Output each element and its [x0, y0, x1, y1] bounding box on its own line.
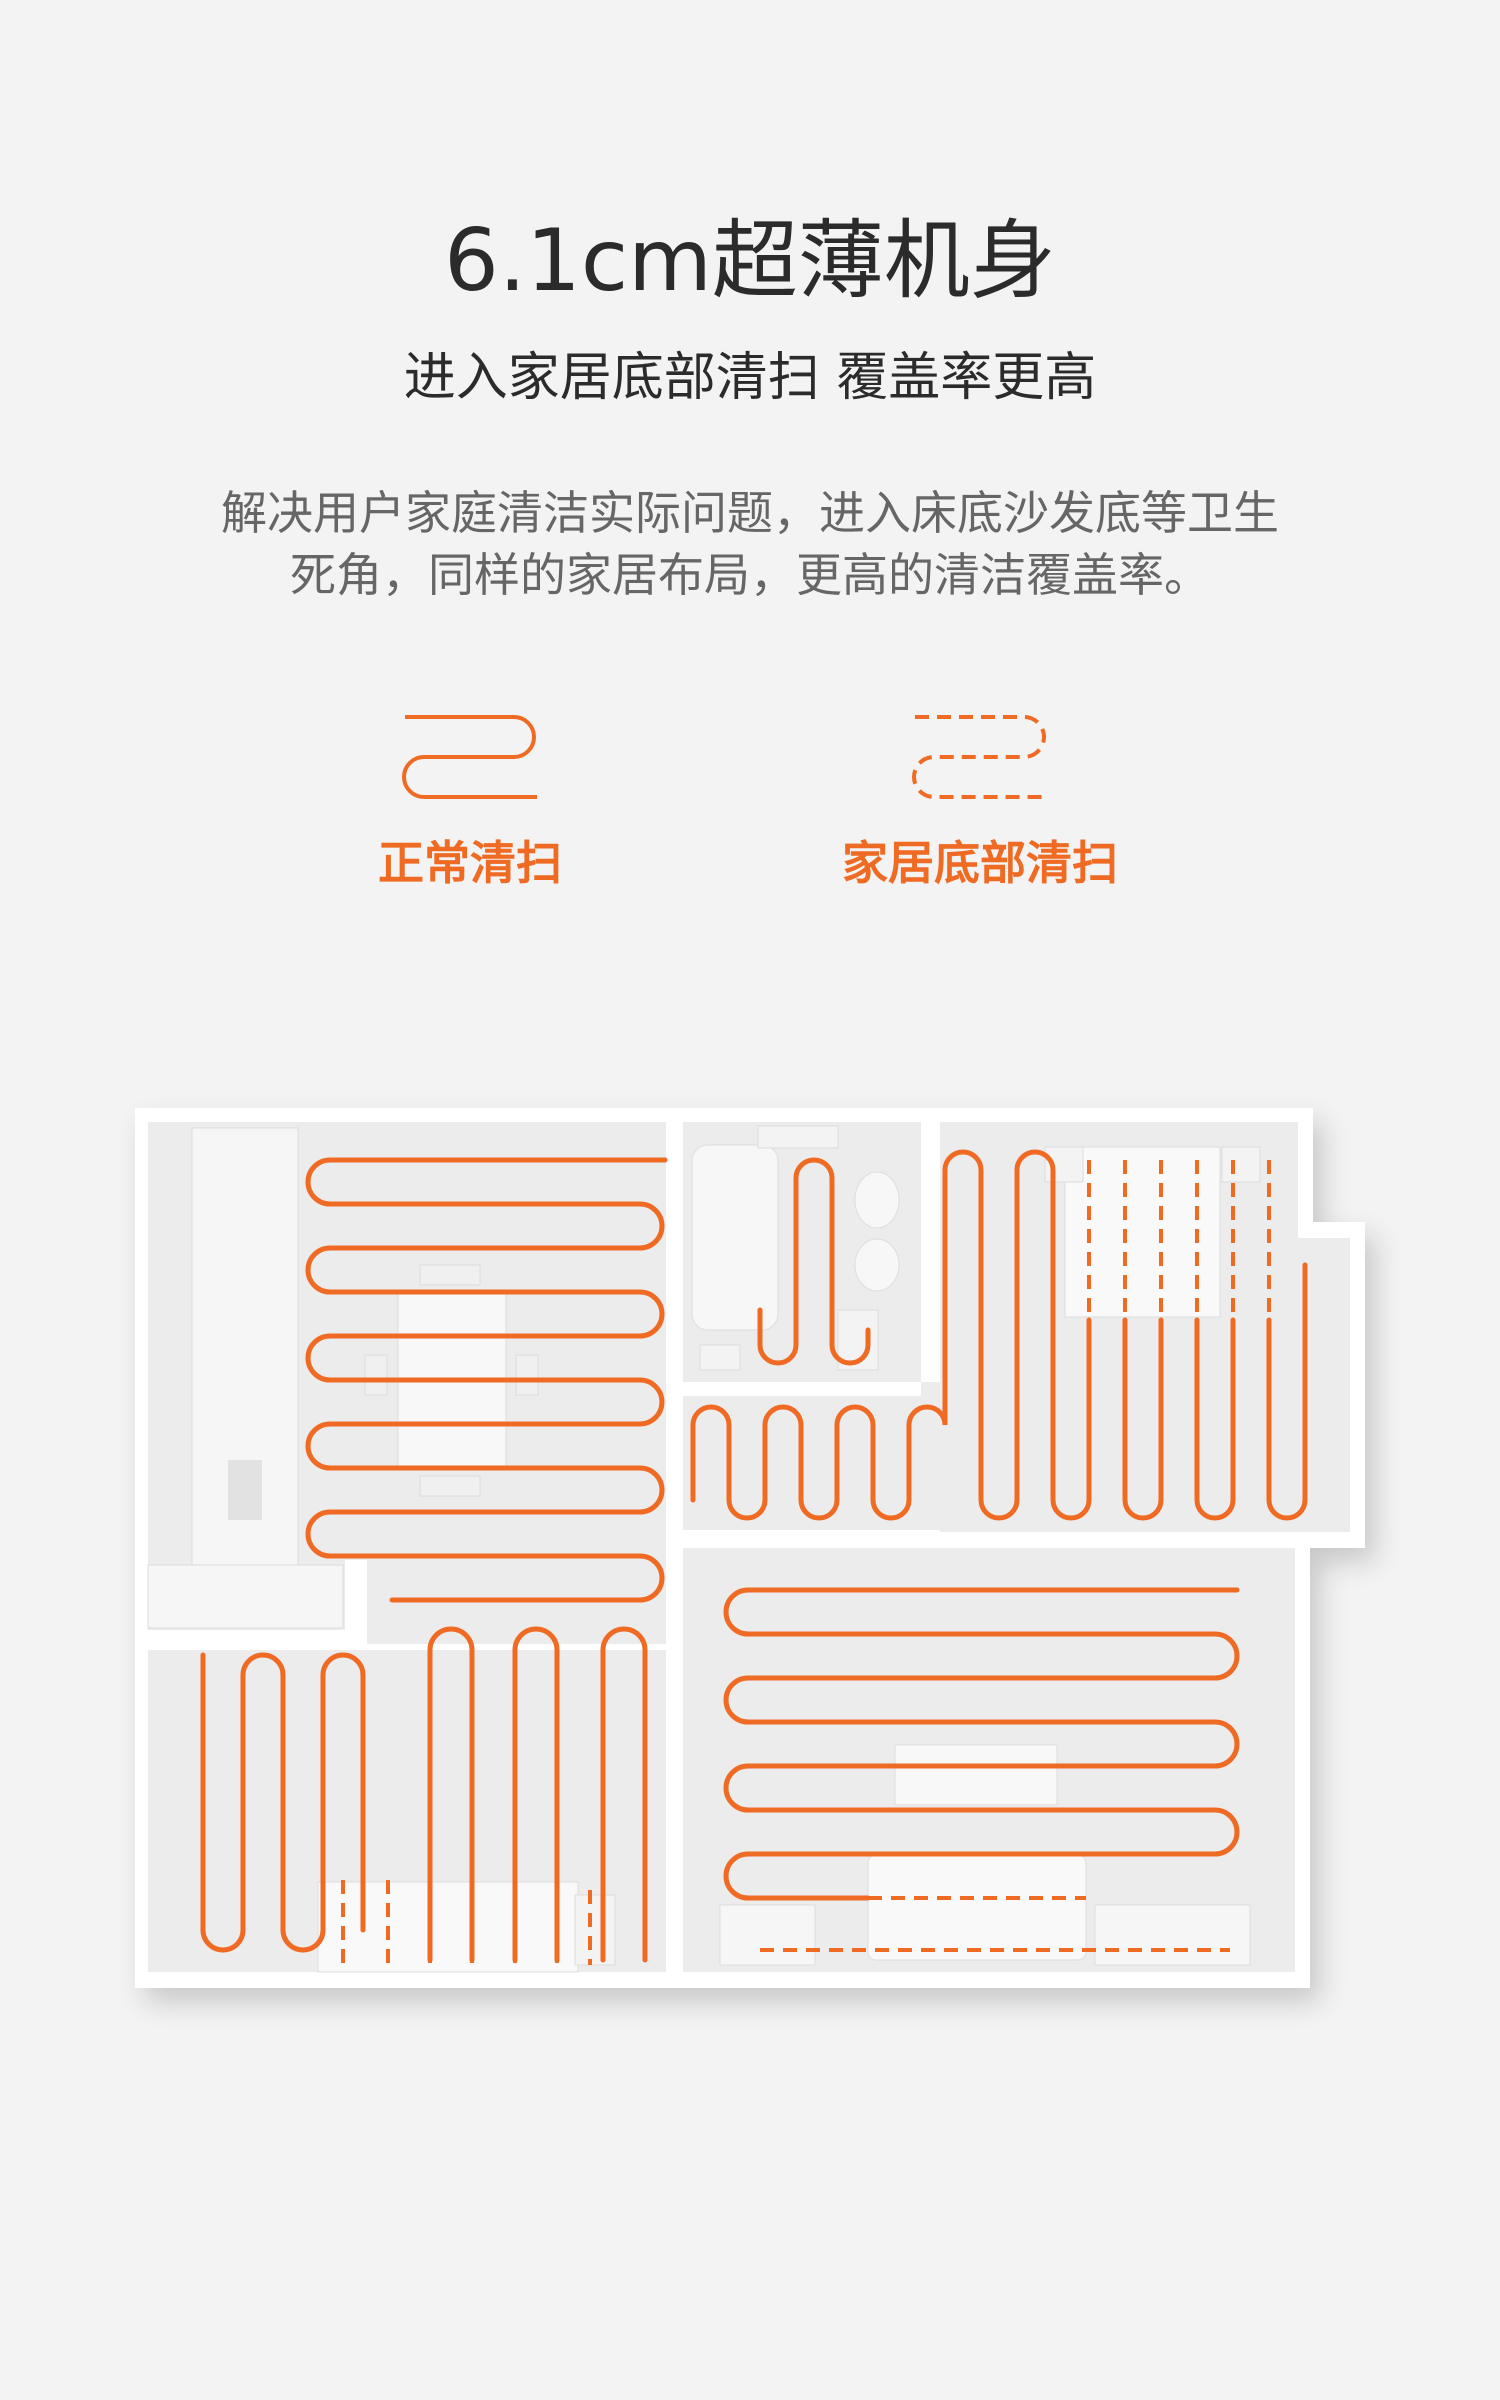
solid-path-icon	[402, 715, 537, 799]
legend-normal-cleaning: 正常清扫	[280, 700, 660, 910]
under-sofa-path	[760, 1764, 1230, 1952]
hallway-path	[200, 1626, 648, 1963]
description-line-2: 死角，同样的家居布局，更高的清洁覆盖率。	[290, 548, 1210, 602]
living-room-furniture	[719, 1744, 1251, 1966]
description: 解决用户家庭清洁实际问题，进入床底沙发底等卫生 死角，同样的家居布局，更高的清洁…	[100, 482, 1400, 606]
interior-walls	[148, 1122, 1295, 1972]
legend-normal-label: 正常清扫	[378, 836, 562, 890]
bathroom-fixtures	[691, 1125, 900, 1371]
corridor-path	[690, 1149, 1308, 1521]
cleaning-paths	[200, 1149, 1308, 1963]
page-subtitle: 进入家居底部清扫 覆盖率更高	[403, 348, 1097, 408]
legend-under-cleaning: 家居底部清扫	[790, 700, 1170, 910]
room-floors	[148, 1122, 1350, 1972]
under-table-path	[355, 1334, 506, 1470]
living-room-path	[723, 1587, 1240, 1901]
bathroom-path	[757, 1157, 871, 1366]
under-bed-path	[1087, 1160, 1271, 1320]
kitchen-path	[305, 1157, 668, 1603]
description-line-1: 解决用户家庭清洁实际问题，进入床底沙发底等卫生	[221, 486, 1279, 540]
legend-under-label: 家居底部清扫	[842, 836, 1118, 890]
under-furniture-paths	[341, 1160, 1271, 1965]
page-title: 6.1cm超薄机身	[444, 211, 1056, 311]
kitchen-counter	[147, 1127, 344, 1629]
